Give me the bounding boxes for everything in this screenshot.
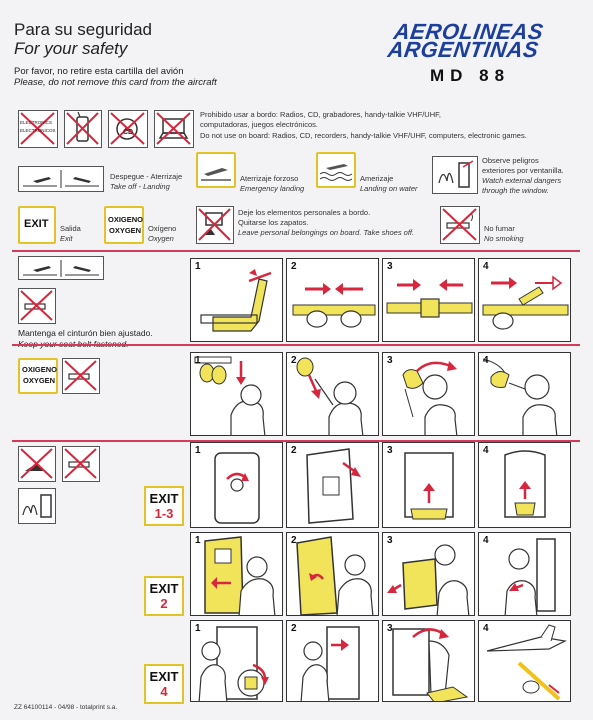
emergency-text-es: Aterrizaje forzoso	[240, 174, 299, 183]
prohibited-text-es-2: computadoras, juegos electrónicos.	[200, 120, 318, 129]
belongings-text-es-2: Quitarse los zapatos.	[238, 218, 309, 227]
seatbelt-takeoff-icon	[18, 256, 104, 280]
seatbelt-no-smoking-icon	[18, 288, 56, 324]
oxygen-sign-icon: OXIGENO OXYGEN	[104, 206, 144, 244]
no-phone-icon	[64, 110, 102, 148]
oxygen-step-3: 3	[382, 352, 475, 436]
brand-logo-line2: ARGENTINAS	[386, 37, 541, 62]
exit-4-step-2: 2	[286, 620, 379, 702]
water-text-en: Landing on water	[360, 184, 418, 193]
prohibited-text-en: Do not use on board: Radios, CD, recorde…	[200, 131, 527, 140]
takeoff-text-en: Take off - Landing	[110, 182, 170, 191]
oxygen-section-sign: OXIGENO OXYGEN	[18, 358, 58, 394]
section-divider-2	[12, 344, 580, 346]
takeoff-text-es: Despegue - Aterrizaje	[110, 172, 183, 181]
title-spanish: Para su seguridad	[14, 20, 152, 39]
exit-2-step-1: 1	[190, 532, 283, 616]
oxygen-text-es: Oxígeno	[148, 224, 177, 233]
no-cd-icon: CD	[108, 110, 148, 148]
exit-no-smoking-icon	[62, 446, 100, 482]
nosmoke-text-en: No smoking	[484, 234, 524, 243]
belongings-text-es-1: Deje los elementos personales a bordo.	[238, 208, 371, 217]
section-divider-1	[12, 250, 580, 252]
exit-2-step-3: 3	[382, 532, 475, 616]
takeoff-landing-icon	[18, 166, 104, 192]
no-electronics-icon: ELECTRONICS ELECTRONICOS	[18, 110, 58, 148]
exit-observe-window-icon	[18, 488, 56, 524]
oxygen-step-2: 2	[286, 352, 379, 436]
water-landing-icon	[316, 152, 356, 188]
notice-spanish: Por favor, no retire esta cartilla del a…	[14, 66, 184, 77]
emergency-landing-icon	[196, 152, 236, 188]
aircraft-model: MD 88	[430, 66, 511, 85]
exit-1-3-step-2: 2	[286, 442, 379, 528]
seatbelt-step-2: 2	[286, 258, 379, 342]
exit-sign-icon: EXIT	[18, 206, 56, 244]
exit-1-3-step-3: 3	[382, 442, 475, 528]
nosmoke-text-es: No fumar	[484, 224, 515, 233]
seatbelt-step-4: 4	[478, 258, 571, 342]
belongings-shoes-icon	[196, 206, 234, 244]
exit-4-step-3: 3	[382, 620, 475, 702]
seatbelt-text-es: Mantenga el cinturón bien ajustado.	[18, 328, 153, 338]
exit-2-step-4: 4	[478, 532, 571, 616]
notice-english: Please, do not remove this card from the…	[14, 77, 217, 88]
print-code: ZZ 64100114 - 04/98 - totalprint s.a.	[14, 704, 118, 711]
exit-1-3-step-4: 4	[478, 442, 571, 528]
exit-text-es: Salida	[60, 224, 81, 233]
seatbelt-step-1: 1	[190, 258, 283, 342]
observe-text-en-2: through the window.	[482, 186, 549, 195]
exit-4-sign: EXIT 4	[144, 664, 184, 704]
no-laptop-icon	[154, 110, 194, 148]
oxygen-step-1: 1	[190, 352, 283, 436]
seatbelt-step-3: 3	[382, 258, 475, 342]
belongings-text-en: Leave personal belongings on board. Take…	[238, 228, 415, 237]
exit-1-3-step-1: 1	[190, 442, 283, 528]
exit-1-3-sign: EXIT 1-3	[144, 486, 184, 526]
exit-4-step-1: 1	[190, 620, 283, 702]
exit-no-shoes-icon	[18, 446, 56, 482]
section-divider-3	[12, 440, 580, 442]
exit-2-step-2: 2	[286, 532, 379, 616]
emergency-text-en: Emergency landing	[240, 184, 305, 193]
oxygen-text-en: Oxygen	[148, 234, 174, 243]
exit-2-sign: EXIT 2	[144, 576, 184, 616]
observe-text-es-2: exteriores por ventanilla.	[482, 166, 564, 175]
prohibited-text-es-1: Prohibido usar a bordo: Radios, CD, grab…	[200, 110, 441, 119]
title-english: For your safety	[14, 39, 128, 58]
exit-4-step-4: 4	[478, 620, 571, 702]
oxygen-step-4: 4	[478, 352, 571, 436]
observe-text-es-1: Observe peligros	[482, 156, 539, 165]
oxygen-no-smoking-icon	[62, 358, 100, 394]
no-smoking-icon	[440, 206, 480, 244]
observe-window-icon	[432, 156, 478, 194]
exit-text-en: Exit	[60, 234, 73, 243]
observe-text-en-1: Watch external dangers	[482, 176, 562, 185]
water-text-es: Amerizaje	[360, 174, 394, 183]
